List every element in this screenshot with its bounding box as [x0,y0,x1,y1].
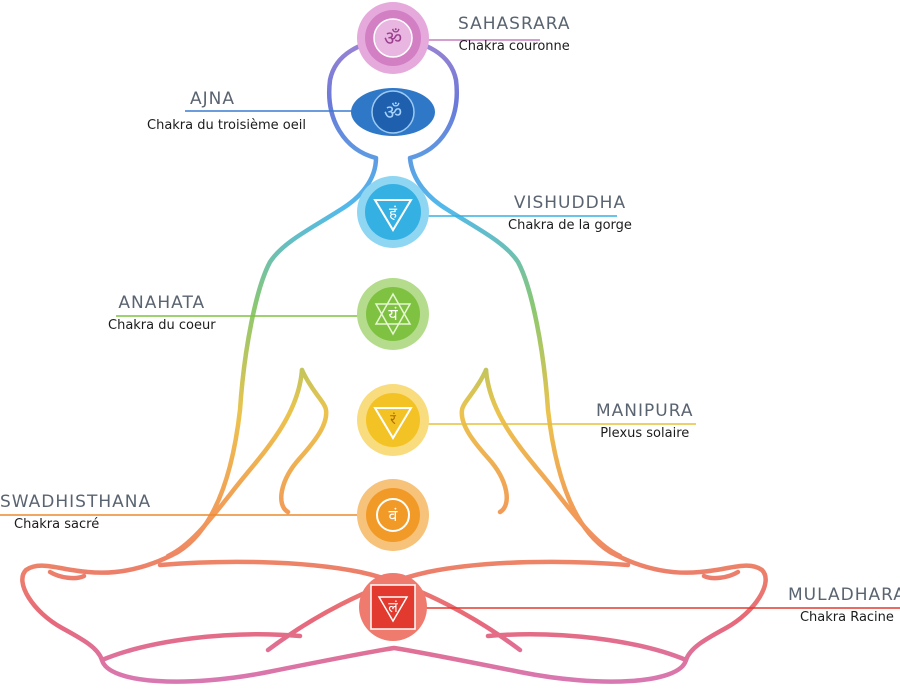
label-anahata: ANAHATA Chakra du coeur [108,293,216,333]
sahasrara-name: SAHASRARA [458,14,571,34]
anahata-subtitle: Chakra du coeur [108,318,216,333]
muladhara-subtitle: Chakra Racine [799,610,894,625]
manipura-subtitle: Plexus solaire [600,426,690,441]
label-swadhisthana: SWADHISTHANA Chakra sacré [0,492,152,532]
chakra-vishuddha-icon: हं [357,176,429,248]
label-vishuddha: VISHUDDHA Chakra de la gorge [508,193,632,233]
chakra-sahasrara-icon: ॐ [357,2,429,74]
label-muladhara: MULADHARA Chakra Racine [788,585,900,625]
connector-lines [0,39,900,609]
vishuddha-name: VISHUDDHA [513,193,627,213]
muladhara-name: MULADHARA [788,585,900,605]
muladhara-symbol: लं [388,600,398,616]
chakra-manipura-icon: रं [357,384,429,456]
manipura-symbol: रं [390,412,396,428]
anahata-symbol: यं [388,305,398,324]
body-outline [20,37,768,684]
sahasrara-subtitle: Chakra couronne [458,39,570,54]
chakra-swadhisthana-icon: वं [357,479,429,551]
ajna-symbol: ॐ [384,100,402,124]
vishuddha-subtitle: Chakra de la gorge [508,218,632,233]
manipura-name: MANIPURA [596,401,694,421]
ajna-subtitle: Chakra du troisième oeil [147,118,306,133]
swadhisthana-symbol: वं [389,506,399,525]
label-sahasrara: SAHASRARA Chakra couronne [458,14,571,54]
swadhisthana-subtitle: Chakra sacré [14,517,100,532]
swadhisthana-name: SWADHISTHANA [0,492,152,512]
anahata-name: ANAHATA [118,293,206,313]
label-ajna-name-wrap: AJNA [190,91,235,108]
chakra-muladhara-icon: लं [359,573,427,641]
ajna-name: AJNA [190,89,235,109]
chakra-ajna-icon: ॐ [351,88,435,136]
sahasrara-symbol: ॐ [384,26,402,50]
label-ajna-sub-wrap: Chakra du troisième oeil [147,119,306,132]
label-manipura: MANIPURA Plexus solaire [596,401,694,441]
vishuddha-symbol: हं [389,204,398,222]
chakra-anahata-icon: यं [357,278,429,350]
